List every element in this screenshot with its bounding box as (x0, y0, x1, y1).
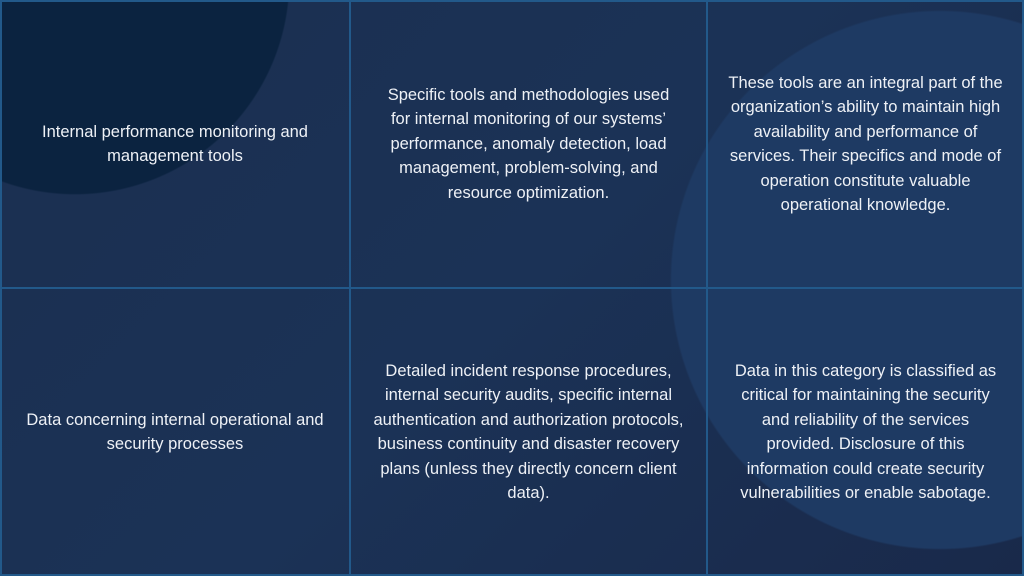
table-cell-description: Detailed incident response procedures, i… (350, 288, 707, 576)
table-cell-justification: These tools are an integral part of the … (707, 0, 1024, 288)
cell-text: Specific tools and methodologies used fo… (387, 85, 670, 202)
cell-text: Data in this category is classified as c… (734, 361, 997, 503)
table-cell-justification: Data in this category is classified as c… (707, 288, 1024, 576)
table-cell-category: Data concerning internal operational and… (0, 288, 350, 576)
cell-text: Detailed incident response procedures, i… (373, 361, 684, 503)
cell-text: Internal performance monitoring and mana… (42, 122, 308, 166)
cell-text: Data concerning internal operational and… (26, 410, 324, 454)
cell-text: These tools are an integral part of the … (728, 73, 1003, 215)
table-cell-description: Specific tools and methodologies used fo… (350, 0, 707, 288)
table-cell-category: Internal performance monitoring and mana… (0, 0, 350, 288)
